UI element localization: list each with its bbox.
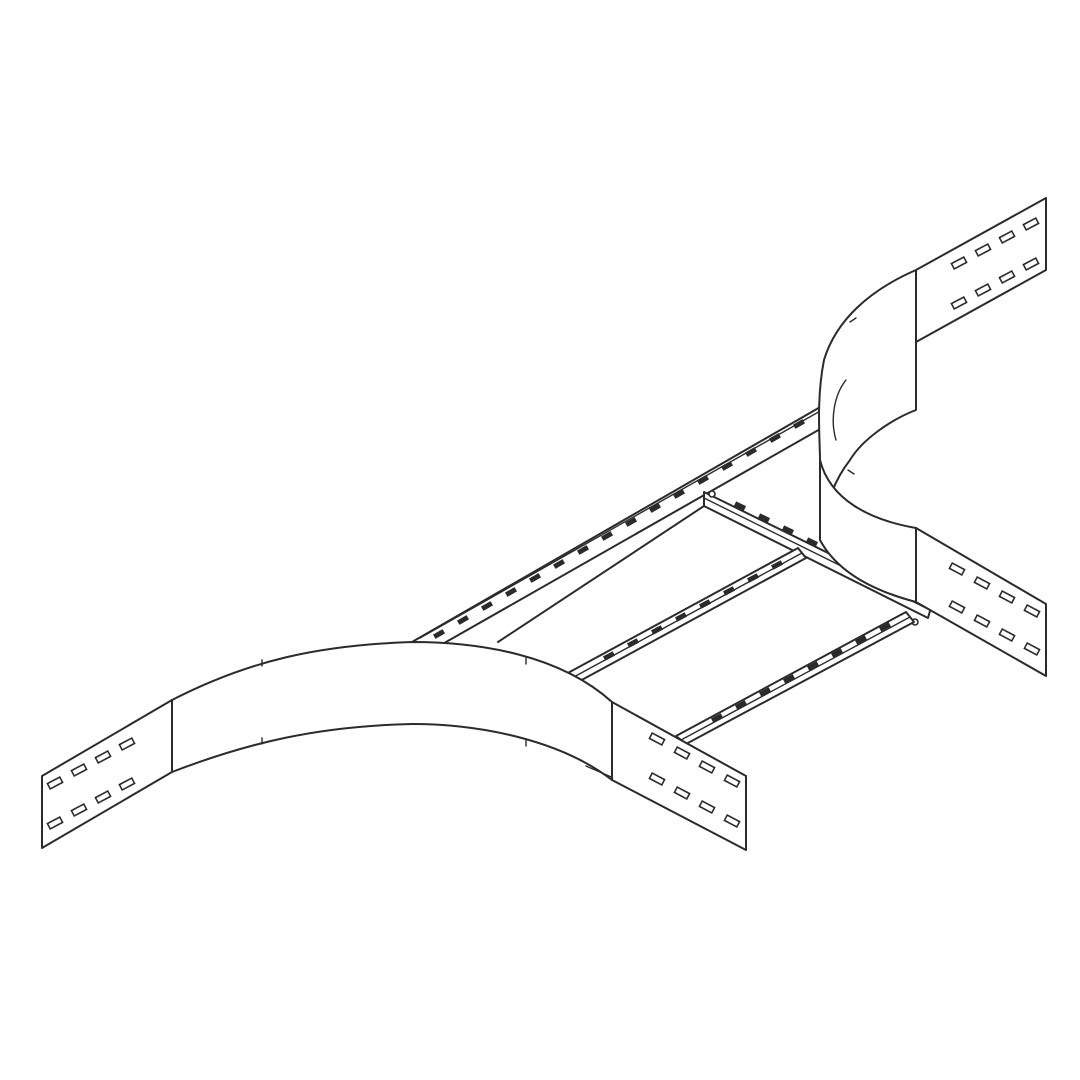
left-curved-bend — [171, 641, 633, 787]
bolt-icon — [708, 490, 716, 498]
front-fishplate-holes — [648, 731, 741, 829]
right-lower-fishplate — [915, 527, 1047, 677]
right-lower-fishplate-holes — [948, 561, 1041, 657]
right-top-fishplate-holes — [950, 216, 1040, 311]
back-rail-slots — [432, 419, 806, 639]
rung-1 — [565, 547, 807, 683]
right-curved-bend — [818, 269, 917, 603]
back-side-rail — [411, 405, 823, 651]
rung-3-end — [497, 505, 705, 643]
left-fishplate-holes — [46, 736, 136, 831]
right-top-fishplate — [915, 197, 1047, 343]
left-fishplate — [41, 699, 173, 849]
rung-2 — [675, 611, 915, 745]
front-fishplate — [611, 701, 747, 851]
